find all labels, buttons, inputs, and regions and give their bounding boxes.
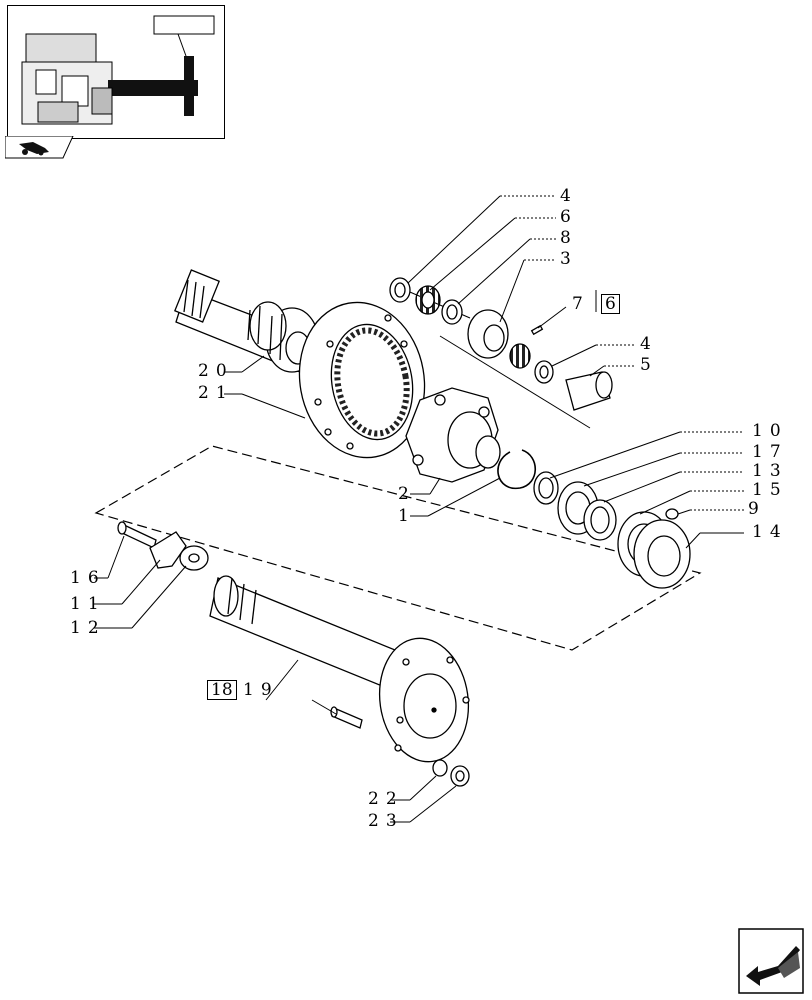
callout-4-upper: 4	[560, 186, 578, 206]
callout-7: 7	[572, 294, 590, 314]
callout-19: 19	[243, 680, 279, 700]
tractor-tab-icon[interactable]	[4, 135, 75, 160]
callout-22: 22	[368, 789, 404, 809]
callout-6: 6	[560, 207, 578, 227]
callout-9: 9	[748, 499, 766, 519]
callout-2: 2	[398, 484, 416, 504]
pinion-shaft-part	[174, 269, 319, 373]
axis-line-upper	[439, 335, 591, 429]
planet-carrier-part	[405, 387, 501, 483]
return-arrow-icon[interactable]	[738, 928, 804, 994]
thumbnail-drawing	[21, 15, 215, 125]
callout-11: 11	[70, 594, 106, 614]
leader-lines	[94, 195, 744, 823]
callout-3: 3	[560, 249, 578, 269]
callout-18-ref-box[interactable]: 18	[207, 680, 237, 700]
callout-10: 10	[752, 421, 788, 441]
callout-4-lower: 4	[640, 334, 658, 354]
callout-21: 21	[198, 383, 234, 403]
axle-shaft-part	[209, 575, 470, 787]
snap-ring-part	[497, 449, 536, 489]
upper-small-parts	[389, 277, 613, 411]
callout-16: 16	[70, 568, 106, 588]
bearing-stack-part	[533, 471, 691, 589]
callout-1: 1	[398, 506, 416, 526]
ring-gear-part	[298, 301, 426, 459]
callout-5: 5	[640, 355, 658, 375]
assembly-thumbnail[interactable]	[7, 5, 225, 139]
assembly-frame-dashed	[94, 445, 702, 651]
callout-23: 23	[368, 811, 404, 831]
callout-7-ref-box[interactable]: 6	[601, 294, 620, 314]
lower-left-parts	[117, 521, 209, 571]
callout-14: 14	[752, 522, 788, 542]
callout-12: 12	[70, 618, 106, 638]
callout-17: 17	[752, 442, 788, 462]
callout-13: 13	[752, 461, 788, 481]
callout-8: 8	[560, 228, 578, 248]
callout-15: 15	[752, 480, 788, 500]
callout-20: 20	[198, 361, 234, 381]
